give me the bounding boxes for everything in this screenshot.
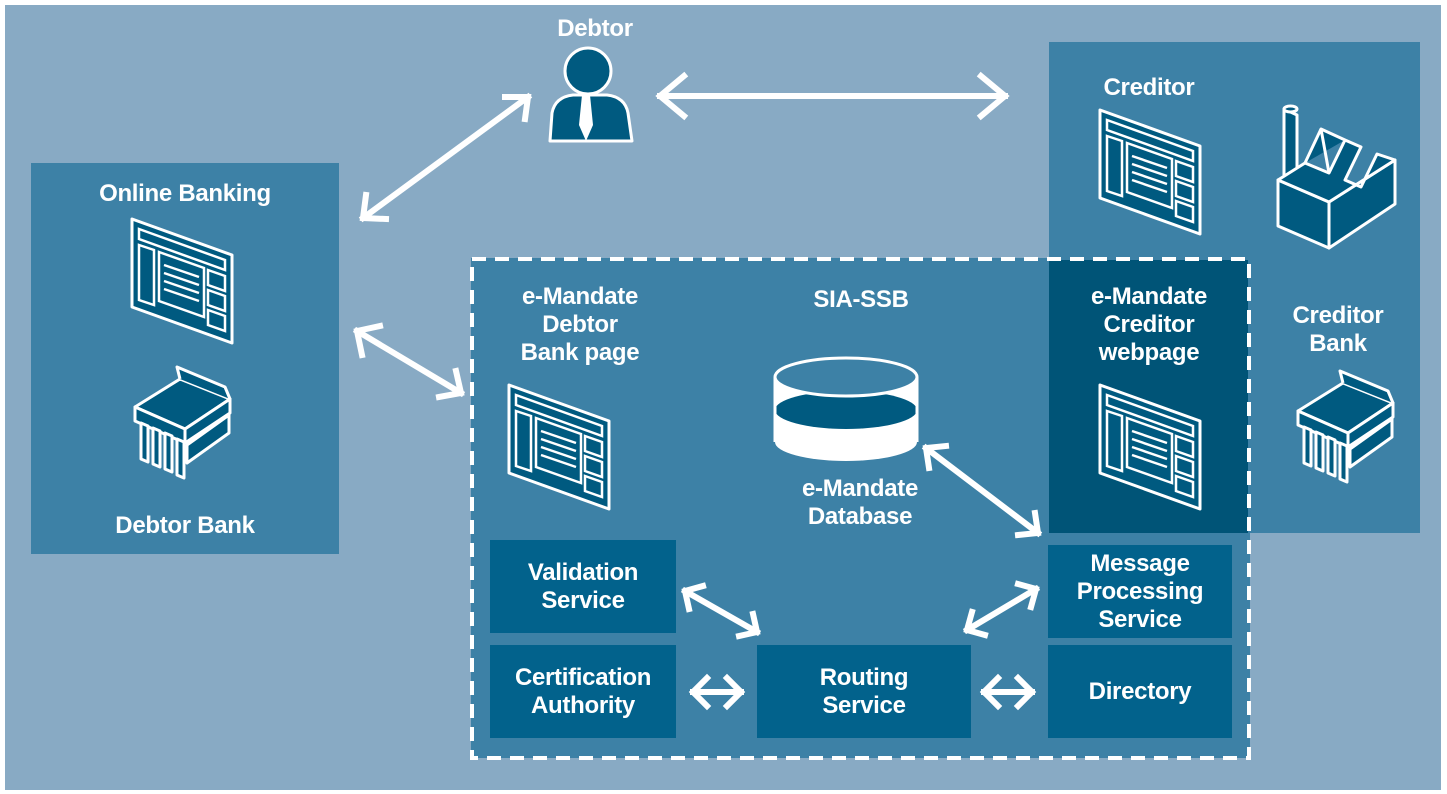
creditor-webpage-icon <box>1098 108 1202 236</box>
debtor-bank-icon <box>133 365 232 480</box>
arrow-database-message-processing <box>921 442 1043 539</box>
certification-authority-box: Certification Authority <box>490 645 676 738</box>
message-processing-service-box: Message Processing Service <box>1048 545 1232 638</box>
e-mandate-creditor-webpage-icon <box>1098 383 1202 511</box>
database-icon <box>773 356 919 461</box>
validation-service-label: Validation Service <box>527 558 639 614</box>
online-banking-webpage-icon <box>130 217 234 345</box>
debtor-bank-page-icon <box>507 383 611 511</box>
directory-box: Directory <box>1048 645 1232 738</box>
arrow-validation-routing <box>680 582 762 640</box>
routing-service-box: Routing Service <box>757 645 971 738</box>
arrow-certification-routing <box>688 673 746 711</box>
sia-ssb-dashed-border <box>470 257 1251 760</box>
online-banking-panel <box>31 163 339 554</box>
sia-ssb-title: SIA-SSB <box>813 286 909 313</box>
arrow-debtor-online-banking <box>358 92 533 223</box>
creditor-bank-label: Creditor Bank <box>1292 302 1384 357</box>
creditor-label: Creditor <box>1103 74 1195 101</box>
validation-service-box: Validation Service <box>490 540 676 633</box>
person-icon <box>548 46 634 143</box>
arrow-debtor-creditor <box>655 71 1010 121</box>
arrow-online-banking-sia-ssb <box>352 322 466 401</box>
creditor-bank-icon <box>1296 369 1395 484</box>
diagram-canvas: Validation Service Certification Authori… <box>5 5 1441 790</box>
debtor-bank-page-label: e-Mandate Debtor Bank page <box>520 283 640 366</box>
arrow-routing-directory <box>979 673 1037 711</box>
database-label: e-Mandate Database <box>802 475 918 530</box>
online-banking-title: Online Banking <box>99 180 271 207</box>
message-processing-service-label: Message Processing Service <box>1076 549 1204 633</box>
arrow-routing-message-processing <box>962 580 1041 639</box>
certification-authority-label: Certification Authority <box>514 663 652 719</box>
debtor-bank-label: Debtor Bank <box>115 512 255 539</box>
creditor-webpage-label: e-Mandate Creditor webpage <box>1091 283 1207 366</box>
factory-icon <box>1276 104 1397 250</box>
debtor-label: Debtor <box>557 15 633 42</box>
directory-label: Directory <box>1088 677 1192 705</box>
diagram-graphics <box>130 46 1397 760</box>
routing-service-label: Routing Service <box>819 663 909 719</box>
